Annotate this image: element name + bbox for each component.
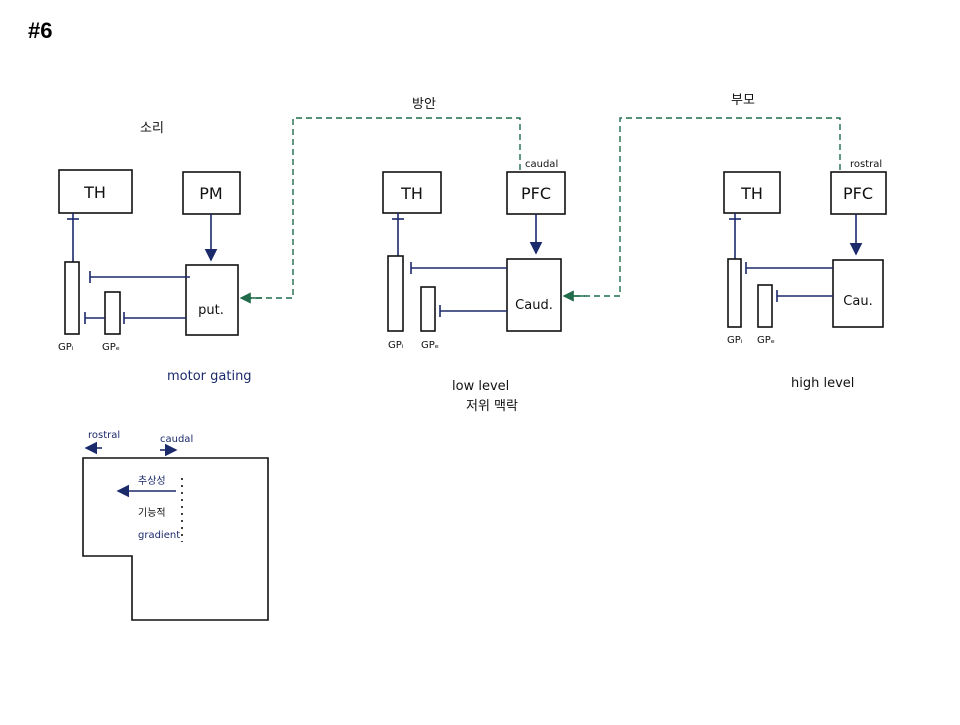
th-label: TH: [740, 184, 763, 203]
gpi-bar: [64, 261, 80, 335]
gpe-bar: [757, 284, 773, 328]
gradient-line-1: 추상성: [138, 475, 166, 487]
th-box: [382, 171, 442, 214]
top-label-left: 방안: [412, 97, 436, 112]
striatum-box: [506, 258, 562, 332]
gradient-panel: rostral caudal 추상성 기능적 gradient: [82, 430, 269, 621]
slide-number: #6: [28, 18, 53, 43]
striatum-label: Caud.: [515, 298, 553, 313]
striatum-box: [832, 259, 884, 328]
gpe-bar: [104, 291, 121, 335]
th-box: [58, 169, 133, 214]
connector-right: [562, 117, 841, 302]
striatum-box: [185, 264, 239, 336]
caudal-label: caudal: [160, 434, 193, 445]
th-box: [723, 171, 781, 214]
cortex-tag: caudal: [525, 159, 558, 170]
gradient-line-2: 기능적: [138, 507, 166, 519]
gpe-label: GPₑ: [757, 335, 775, 346]
panel-motor: 소리 TH PM put. GPᵢ GPₑ motor gating: [58, 121, 252, 384]
gradient-line-3: gradient: [138, 530, 180, 541]
gpi-bar: [727, 258, 742, 328]
connector-left: [239, 117, 521, 304]
gpi-label: GPᵢ: [58, 342, 74, 353]
striatum-label: put.: [198, 303, 224, 318]
th-label: TH: [83, 183, 106, 202]
cortex-label: PFC: [521, 184, 551, 203]
panel-caption: low level: [452, 379, 509, 394]
gpi-bar: [387, 255, 404, 332]
cortex-box: [830, 171, 887, 215]
cortex-tag: rostral: [850, 159, 882, 170]
cortex-label: PFC: [843, 184, 873, 203]
cortex-label: PM: [199, 184, 222, 203]
panel-caption: motor gating: [167, 369, 252, 384]
gpe-bar: [420, 286, 436, 332]
gpe-label: GPₑ: [102, 342, 120, 353]
rostral-label: rostral: [88, 430, 120, 441]
gpi-label: GPᵢ: [388, 340, 404, 351]
panel-high-level: TH rostral PFC Cau. GPᵢ GPₑ high level: [723, 159, 887, 391]
panel-low-level: TH caudal PFC Caud. GPᵢ GPₑ low level 저위…: [382, 159, 566, 414]
top-label-right: 부모: [731, 93, 755, 108]
panel-caption: high level: [791, 376, 854, 391]
striatum-label: Cau.: [843, 294, 872, 309]
striatum-outline: [82, 457, 269, 621]
panel-title: 소리: [140, 121, 164, 136]
panel-caption-2: 저위 맥락: [466, 399, 518, 414]
gpi-label: GPᵢ: [727, 335, 743, 346]
gpe-label: GPₑ: [421, 340, 439, 351]
th-label: TH: [400, 184, 423, 203]
